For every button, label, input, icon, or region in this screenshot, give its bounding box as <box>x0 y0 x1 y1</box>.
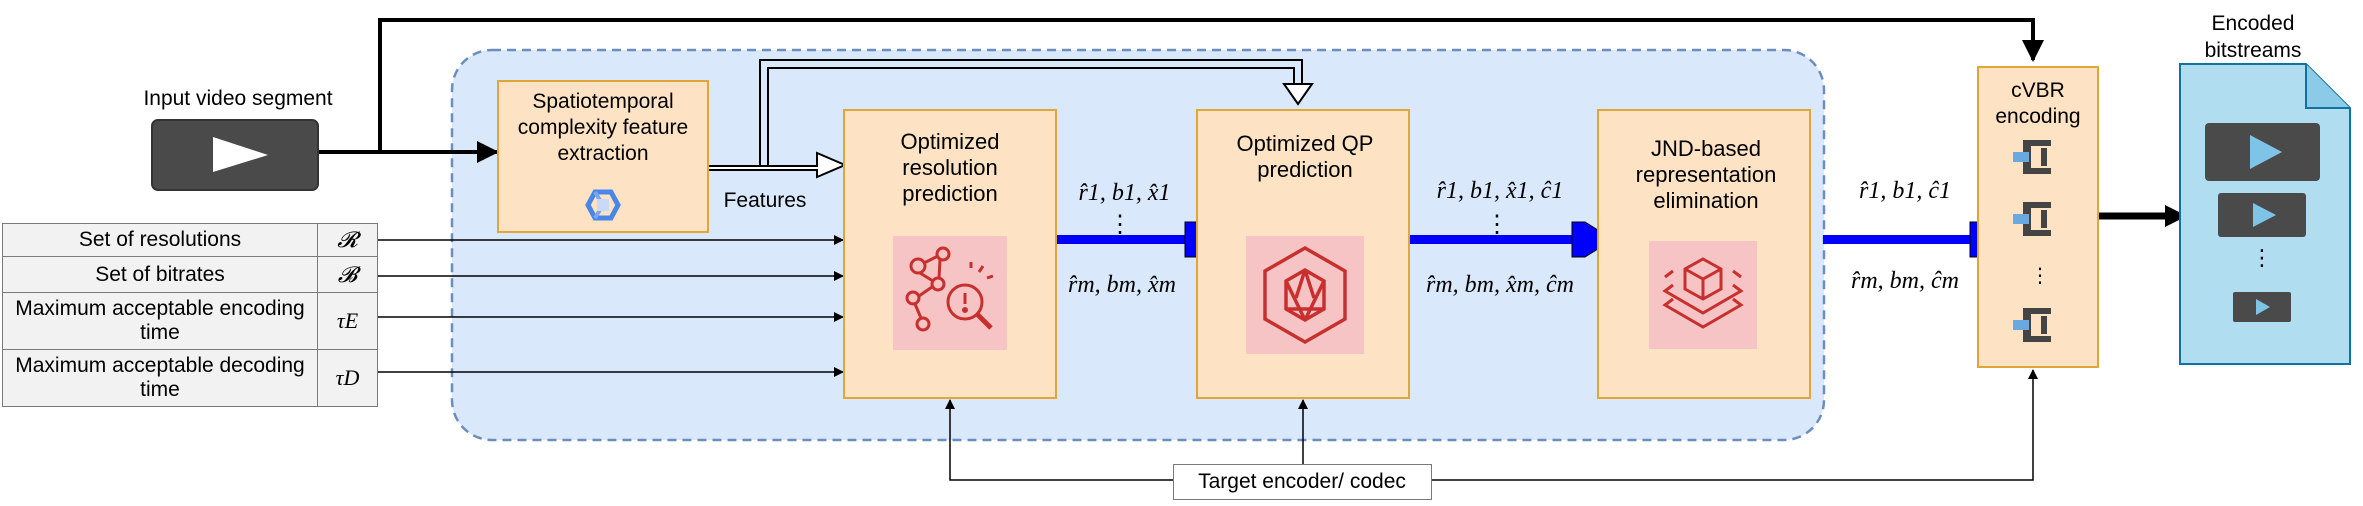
constraint-symbol-encoding: τE <box>317 292 378 350</box>
constraint-label-bitrates: Set of bitrates <box>2 256 318 293</box>
res-edge-dots: ⋮ <box>1108 212 1132 238</box>
constraint-label-resolutions: Set of resolutions <box>2 223 318 257</box>
ai-network-search-icon <box>893 236 1007 350</box>
resolution-prediction-box[interactable]: Optimized resolution prediction <box>843 109 1057 399</box>
play-icon <box>213 137 268 172</box>
qp-edge-top: r̂1, b1, x̂1, ĉ1 <box>1436 178 1564 204</box>
svg-text:⋮: ⋮ <box>2251 246 2273 271</box>
res-edge-bottom: r̂m, bm, x̂m <box>1068 272 1176 298</box>
feature-extraction-label: Spatiotemporal complexity feature extrac… <box>517 90 689 165</box>
input-video-player <box>151 119 319 191</box>
qp-edge-bottom: r̂m, bm, x̂m, ĉm <box>1426 272 1574 298</box>
jnd-elimination-box[interactable]: JND-based representation elimination <box>1597 109 1811 399</box>
target-codec-label: Target encoder/ codec <box>1198 470 1406 493</box>
jnd-elimination-label: JND-based representation elimination <box>1635 136 1777 213</box>
document-icon: ⋮ <box>2179 63 2351 365</box>
constraint-symbol-bitrates: 𝓑 <box>317 256 378 293</box>
target-codec-box[interactable]: Target encoder/ codec <box>1173 464 1432 500</box>
jnd-edge-top: r̂1, b1, ĉ1 <box>1859 178 1951 204</box>
jnd-edge-bottom: r̂m, bm, ĉm <box>1851 268 1959 294</box>
qp-prediction-label: Optimized QP prediction <box>1236 131 1374 182</box>
constraint-label-encoding: Maximum acceptable encoding time <box>2 292 318 350</box>
cvbr-encoding-label: cVBR encoding <box>1995 79 2081 128</box>
input-label: Input video segment <box>143 87 333 110</box>
qp-edge-dots: ⋮ <box>1485 212 1509 238</box>
feature-extraction-box: Spatiotemporal complexity feature extrac… <box>497 80 709 233</box>
ml-group-container <box>450 48 1826 442</box>
constraint-symbol-resolutions: 𝓡 <box>317 223 378 257</box>
constraint-symbol-decoding: τD <box>317 349 378 407</box>
bypass-line <box>378 18 2044 152</box>
res-edge-top: r̂1, b1, x̂1 <box>1078 180 1171 206</box>
cloud-icon <box>585 189 621 221</box>
ai-hexagon-icon <box>1246 236 1364 354</box>
output-label: Encoded bitstreams <box>2204 12 2302 62</box>
qp-prediction-box[interactable]: Optimized QP prediction <box>1196 109 1410 399</box>
cvbr-encoding-box[interactable]: cVBR encoding ⋮ <box>1977 66 2099 368</box>
clamp-icon: ⋮ <box>2013 140 2051 342</box>
layers-cube-icon <box>1649 241 1757 349</box>
features-label: Features <box>723 189 807 212</box>
svg-text:⋮: ⋮ <box>2030 263 2050 287</box>
codec-feedback-lines <box>945 369 2038 481</box>
constraint-label-decoding: Maximum acceptable decoding time <box>2 349 318 407</box>
features-arrow <box>707 59 1314 179</box>
resolution-prediction-label: Optimized resolution prediction <box>900 129 1000 206</box>
